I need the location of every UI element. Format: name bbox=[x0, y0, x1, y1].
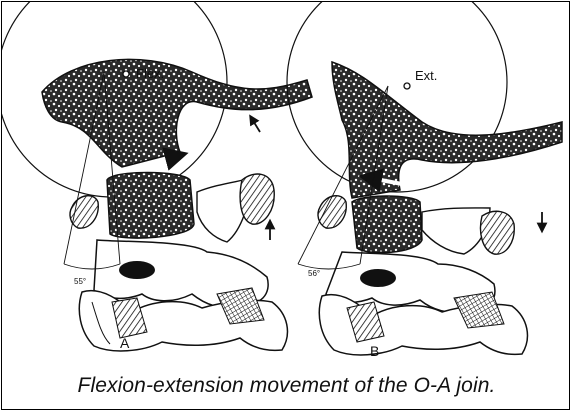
panel-a-occiput bbox=[42, 59, 312, 167]
panel-b-occiput bbox=[332, 62, 562, 198]
figure-caption: Flexion-extension movement of the O-A jo… bbox=[2, 374, 570, 398]
panel-b-angle-label: 56° bbox=[308, 269, 320, 278]
panel-b: Ext. 56° B bbox=[287, 2, 562, 359]
panel-b-atlas bbox=[352, 196, 422, 253]
oa-joint-illustration: Flex. 55° A bbox=[2, 2, 570, 374]
panel-a-movement-label: Flex. bbox=[136, 66, 164, 81]
panel-b-spinous-upper bbox=[481, 211, 515, 254]
panel-a-center-point bbox=[123, 71, 129, 77]
panel-b-center-point bbox=[404, 83, 410, 89]
panel-b-anterior-tubercle bbox=[318, 196, 346, 229]
panel-b-letter: B bbox=[370, 343, 379, 359]
panel-b-movement-label: Ext. bbox=[415, 68, 437, 83]
panel-a-letter: A bbox=[120, 335, 130, 351]
panel-a: Flex. 55° A bbox=[2, 2, 312, 351]
panel-a-angle-label: 55° bbox=[74, 277, 86, 286]
panel-b-posterior-arch bbox=[422, 208, 490, 254]
panel-a-anterior-tubercle bbox=[70, 196, 98, 229]
panel-a-spinous-upper bbox=[240, 174, 274, 224]
panel-a-atlas bbox=[107, 173, 194, 239]
